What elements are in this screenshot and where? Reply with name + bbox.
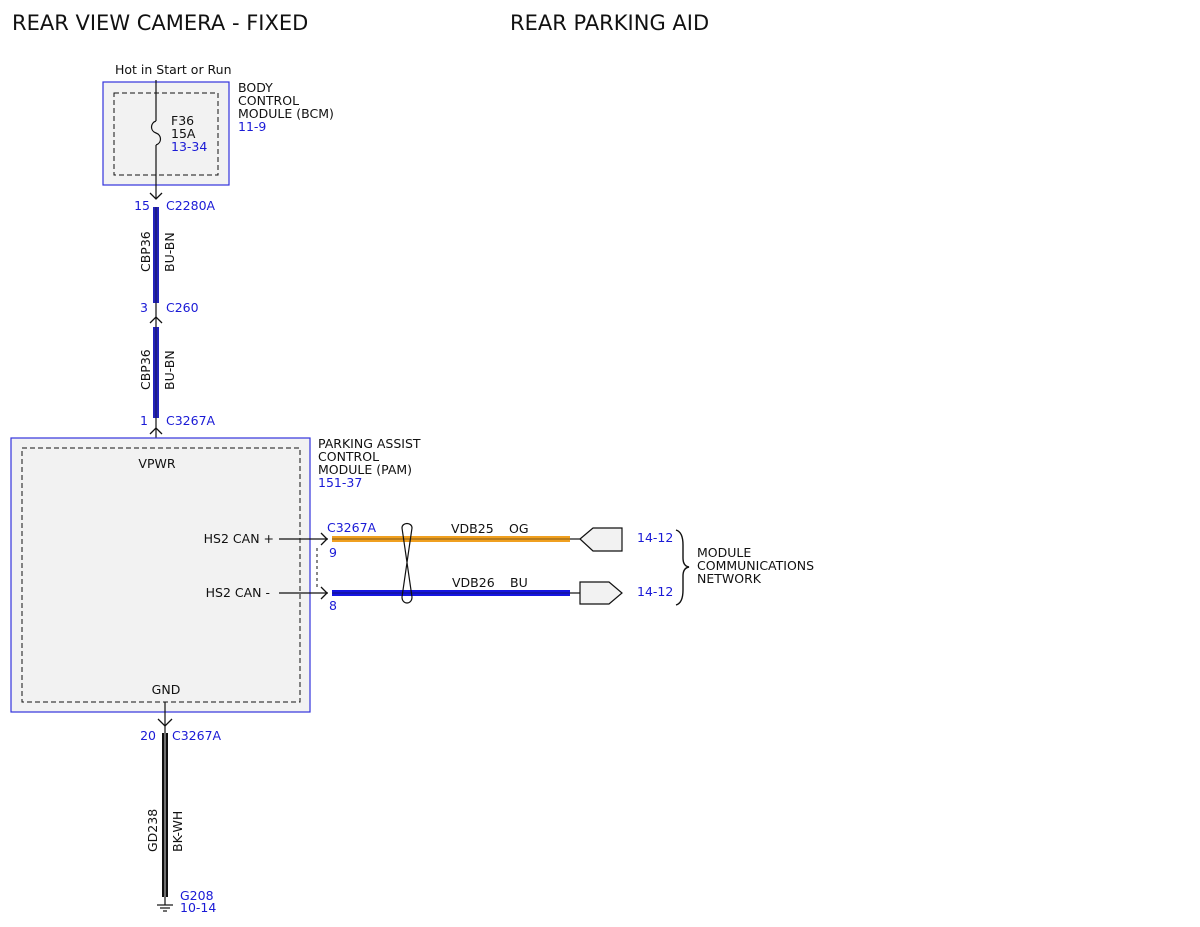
fuse-rating: 15A	[171, 126, 196, 141]
connector-c3267a-can-minus-pin: 8	[329, 598, 337, 613]
connector-c3267a-pin20-icon	[157, 718, 173, 727]
connector-c3267a-can-plus-icon	[320, 532, 328, 546]
connector-c260-pin: 3	[140, 300, 148, 315]
pam-name-line-3: MODULE (PAM)	[318, 462, 412, 477]
fuse-icon	[150, 120, 162, 146]
connector-c3267a-can-name: C3267A	[327, 520, 377, 535]
connector-c3267a-can-plus-pin: 9	[329, 545, 337, 560]
connector-c260-name: C260	[166, 300, 199, 315]
power-source-label: Hot in Start or Run	[115, 62, 232, 77]
wire-vdb26-color: BU	[510, 575, 528, 590]
pam-pin-hs2-can-minus: HS2 CAN -	[206, 585, 270, 600]
network-ref-can-plus[interactable]: 14-12	[637, 530, 673, 545]
network-label-line-3: NETWORK	[697, 571, 762, 586]
connector-c2280a-icon	[149, 192, 163, 200]
wire-gd238-color: BK-WH	[170, 811, 185, 852]
fuse-page-reference[interactable]: 13-34	[171, 139, 207, 154]
wire-vdb26-circuit: VDB26	[452, 575, 495, 590]
pam-name-line-2: CONTROL	[318, 449, 379, 464]
connector-c3267a-pin-20: 20	[140, 728, 156, 743]
fuse-id: F36	[171, 113, 194, 128]
wire-cbp36-middle-circuit: CBP36	[138, 349, 153, 390]
pam-name-line-1: PARKING ASSIST	[318, 436, 421, 451]
pam-pin-vpwr: VPWR	[138, 456, 175, 471]
offpage-connector-can-minus-icon	[579, 581, 623, 605]
wire-cbp36-upper-color: BU-BN	[162, 232, 177, 272]
network-ref-can-minus[interactable]: 14-12	[637, 584, 673, 599]
pam-pin-hs2-can-plus: HS2 CAN +	[204, 531, 274, 546]
connector-c3267a-pin-1: 1	[140, 413, 148, 428]
connector-c3267a-name-20: C3267A	[172, 728, 222, 743]
wire-cbp36-middle-color: BU-BN	[162, 350, 177, 390]
offpage-connector-can-plus-icon	[579, 527, 623, 552]
ground-point-name: G208	[180, 888, 214, 903]
connector-c3267a-can-minus-icon	[320, 586, 328, 600]
bcm-name-line-3: MODULE (BCM)	[238, 106, 334, 121]
wire-cbp36-upper-circuit: CBP36	[138, 231, 153, 272]
connector-c2280a-pin: 15	[134, 198, 150, 213]
network-label-line-1: MODULE	[697, 545, 751, 560]
bcm-name-line-2: CONTROL	[238, 93, 299, 108]
pam-module[interactable]	[10, 437, 311, 713]
bcm-page-reference[interactable]: 11-9	[238, 119, 266, 134]
network-brace-icon	[675, 529, 690, 606]
diagram-title-rear-parking-aid: REAR PARKING AID	[510, 11, 709, 35]
pam-page-reference[interactable]: 151-37	[318, 475, 362, 490]
ground-icon	[157, 897, 173, 912]
twisted-pair-icon	[401, 522, 413, 604]
network-label-line-2: COMMUNICATIONS	[697, 558, 814, 573]
ground-page-reference[interactable]: 10-14	[180, 900, 216, 915]
bcm-name-line-1: BODY	[238, 80, 273, 95]
wire-vdb25-circuit: VDB25	[451, 521, 494, 536]
connector-c3267a-name-1: C3267A	[166, 413, 216, 428]
bcm-module[interactable]	[102, 81, 230, 186]
connector-c2280a-name: C2280A	[166, 198, 216, 213]
wire-vdb25-color: OG	[509, 521, 529, 536]
diagram-title-rear-view-camera: REAR VIEW CAMERA - FIXED	[12, 11, 308, 35]
pam-pin-gnd: GND	[152, 682, 181, 697]
wire-gd238-circuit: GD238	[145, 809, 160, 852]
